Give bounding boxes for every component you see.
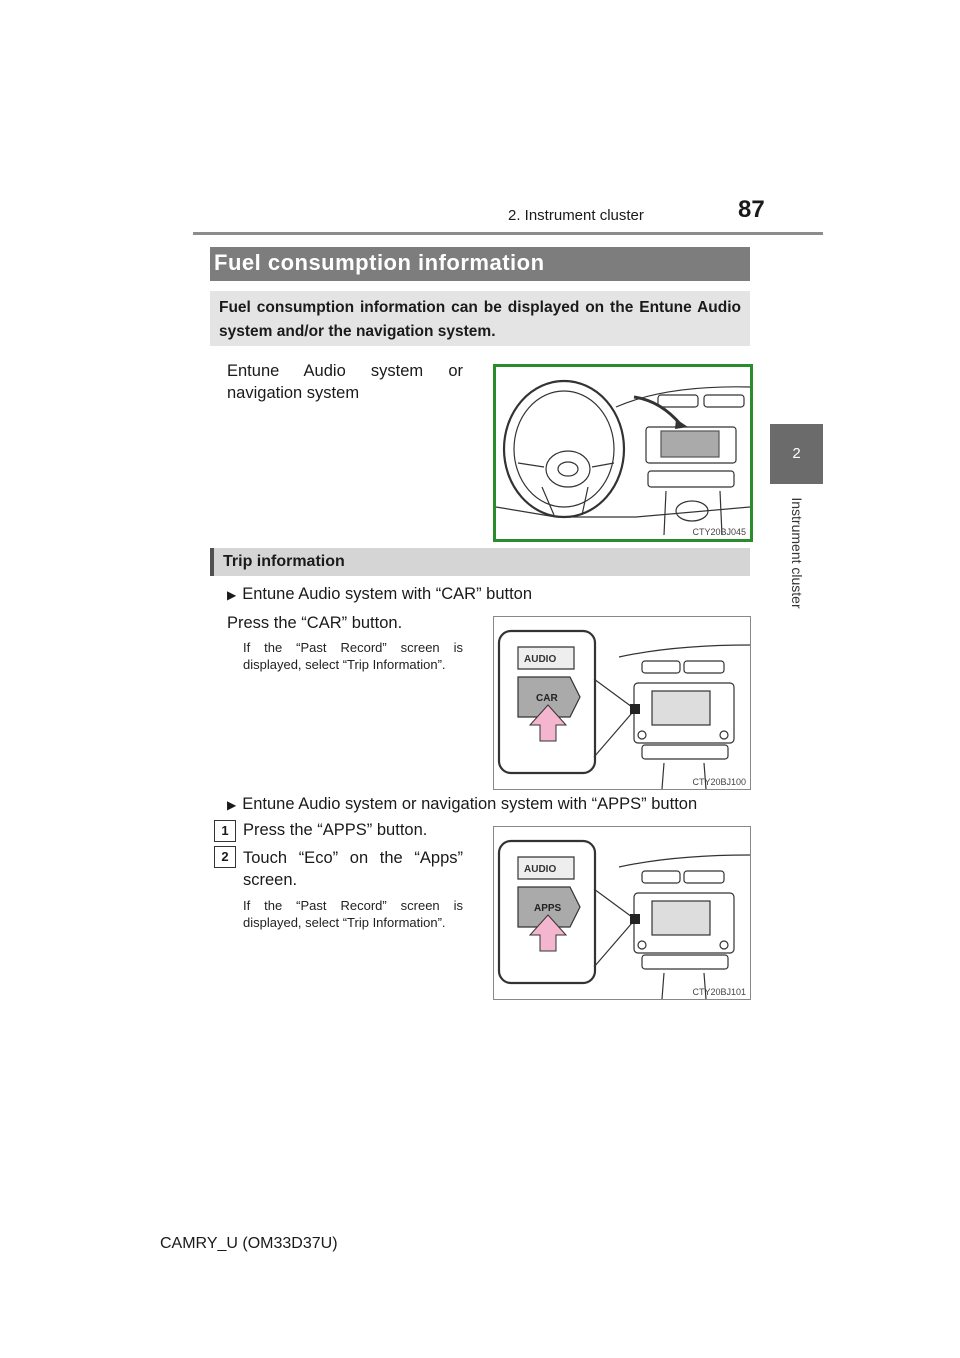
subheading-trip-information: Trip information bbox=[223, 553, 345, 570]
figure-code: CTY20BJ045 bbox=[692, 527, 746, 537]
footer-model: CAMRY_U (OM33D37U) bbox=[160, 1235, 338, 1252]
system-label: Entune Audio system or navigation system bbox=[227, 362, 463, 402]
figure-label-audio: AUDIO bbox=[524, 864, 556, 875]
figure-label-audio: AUDIO bbox=[524, 654, 556, 665]
car-step-text: Press the “CAR” button. bbox=[227, 614, 403, 632]
step-number-1: 1 bbox=[214, 820, 236, 842]
header-rule bbox=[193, 232, 823, 235]
apps-button-highlight bbox=[630, 914, 640, 924]
figure-label-apps: APPS bbox=[534, 903, 562, 914]
step-number-2: 2 bbox=[214, 846, 236, 868]
car-button-figure: AUDIO CAR CTY20BJ100 bbox=[493, 616, 751, 790]
apps-button-illustration: AUDIO APPS bbox=[497, 839, 750, 999]
section-title: Fuel consumption information bbox=[214, 250, 545, 275]
figure-code: CTY20BJ100 bbox=[692, 777, 746, 787]
triangle-bullet-icon: ▶ bbox=[227, 588, 237, 602]
car-button-highlight bbox=[630, 704, 640, 714]
apps-note: If the “Past Record” screen is displayed… bbox=[243, 898, 463, 930]
step-2-text: Touch “Eco” on the “Apps” screen. bbox=[243, 849, 463, 889]
chapter-tab: 2 bbox=[770, 424, 823, 484]
subheading-bar bbox=[210, 548, 750, 576]
apps-button-figure: AUDIO APPS CTY20BJ101 bbox=[493, 826, 751, 1000]
apps-button-heading: ▶Entune Audio system or navigation syste… bbox=[227, 795, 698, 813]
intro-text: Fuel consumption information can be disp… bbox=[219, 299, 741, 340]
section-title-bar bbox=[210, 247, 750, 281]
dashboard-figure: CTY20BJ045 bbox=[493, 364, 753, 542]
arrow-icon bbox=[675, 419, 688, 429]
chapter-title: Instrument cluster bbox=[788, 497, 805, 609]
press-arrow-icon bbox=[528, 914, 568, 952]
press-arrow-icon bbox=[528, 704, 568, 742]
chapter-title-vertical: Instrument cluster bbox=[770, 488, 823, 618]
car-button-illustration: AUDIO CAR bbox=[497, 629, 750, 789]
step-1-text: Press the “APPS” button. bbox=[243, 821, 428, 839]
intro-box bbox=[210, 291, 750, 346]
car-button-heading: ▶Entune Audio system with “CAR” button bbox=[227, 585, 533, 603]
dashboard-illustration bbox=[496, 379, 750, 536]
page-number: 87 bbox=[738, 196, 765, 223]
subheading-marker bbox=[210, 548, 214, 576]
figure-label-car: CAR bbox=[536, 693, 558, 704]
running-header: 2. Instrument cluster bbox=[508, 207, 644, 224]
triangle-bullet-icon: ▶ bbox=[227, 798, 237, 812]
figure-code: CTY20BJ101 bbox=[692, 987, 746, 997]
car-note: If the “Past Record” screen is displayed… bbox=[243, 640, 463, 672]
